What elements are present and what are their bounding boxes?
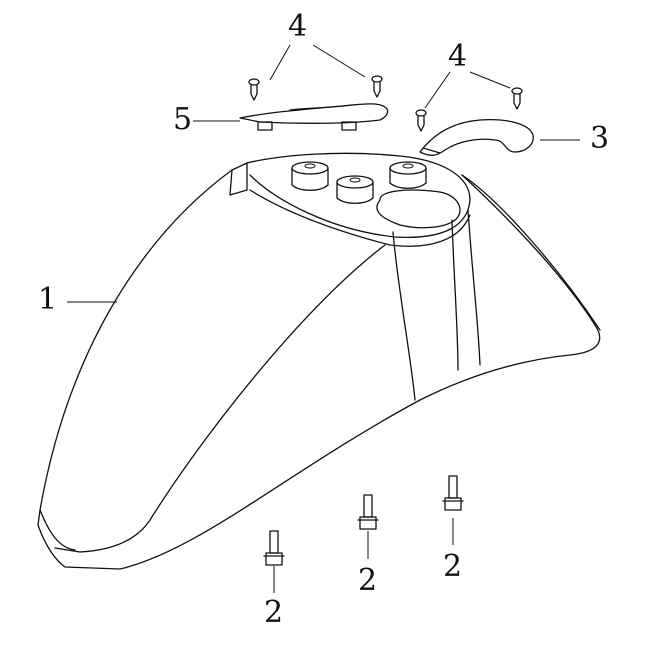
screw [511,87,523,110]
boss [291,161,329,191]
screw [415,109,427,132]
boss [336,175,374,204]
leader-lines [67,44,580,303]
callout-5: 5 [173,102,193,137]
bracket-part [419,119,534,156]
bolt [442,475,464,545]
bolt [357,494,379,559]
boss [389,161,427,189]
plate-part [239,103,389,131]
bolt [263,530,285,593]
callout-1: 1 [38,282,58,317]
callout-4a: 4 [288,9,308,44]
fender-part [37,152,601,570]
callout-3: 3 [590,121,610,156]
callout-2c: 2 [443,549,463,584]
screw [248,78,260,101]
callout-2a: 2 [264,595,284,630]
callout-2b: 2 [358,563,378,598]
callout-4b: 4 [448,39,468,74]
screw [371,75,383,98]
